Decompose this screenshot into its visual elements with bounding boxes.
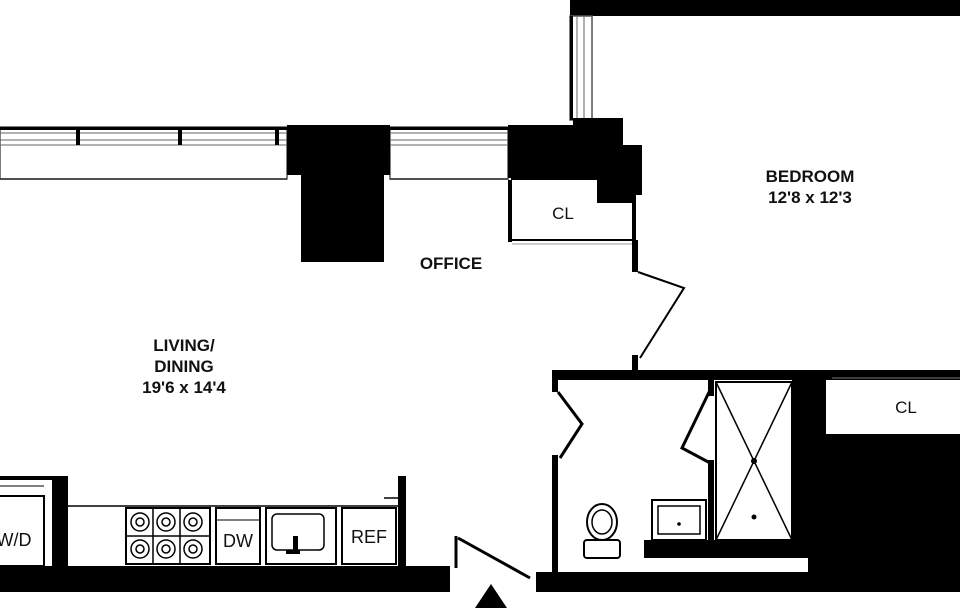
- office-closet: CL: [508, 180, 636, 245]
- shower-icon: [715, 381, 793, 541]
- wall-mass-office-closet: [508, 118, 642, 203]
- south-wall-west: [0, 566, 450, 592]
- bath-partition: [708, 380, 714, 396]
- entry-arrow-icon: [475, 584, 507, 608]
- entry-door-swing: [454, 536, 531, 580]
- sink-icon: [651, 499, 707, 541]
- office-name: OFFICE: [420, 254, 482, 273]
- bedroom-dims: 12'8 x 12'3: [768, 188, 852, 207]
- structural-column: [287, 125, 390, 262]
- bath-west-wall-upper: [552, 370, 558, 392]
- refrigerator-label: REF: [351, 527, 387, 547]
- north-window-strip: [0, 126, 288, 180]
- bedroom-north-wall: [570, 0, 960, 16]
- bath-door-swing: [556, 391, 584, 459]
- living-dims: 19'6 x 14'4: [142, 378, 226, 397]
- bedroom-west-window: [569, 15, 593, 121]
- dishwasher-label: DW: [223, 531, 253, 551]
- bath-east-mass: [808, 440, 960, 585]
- living-name-line1: LIVING/: [153, 336, 215, 355]
- bedroom-name: BEDROOM: [766, 167, 855, 186]
- vanity-base: [644, 540, 810, 558]
- bath-west-wall-lower: [552, 455, 558, 585]
- living-name-line2: DINING: [154, 357, 214, 376]
- south-wall-east: [536, 572, 960, 592]
- kitchen-sink-icon: [265, 507, 337, 565]
- bath-partition-lower: [708, 460, 714, 542]
- dishwasher: DW: [215, 507, 261, 565]
- kitchen-east-wall: [398, 476, 406, 568]
- laundry-wall: [52, 476, 68, 566]
- toilet-icon: [583, 503, 621, 559]
- bedroom-closet: CL: [826, 370, 960, 440]
- washer-dryer-label: W/D: [0, 530, 32, 550]
- stove-icon: [125, 507, 211, 565]
- bedroom-office-wall-lower: [632, 355, 638, 377]
- bath-north-wall: [552, 370, 960, 380]
- shower-door-swing: [680, 385, 714, 466]
- north-window-strip-2: [389, 126, 509, 180]
- bedroom-door-swing: [637, 271, 686, 359]
- refrigerator: REF: [341, 507, 397, 565]
- bedroom-closet-label: CL: [895, 398, 917, 417]
- washer-dryer: W/D: [0, 476, 52, 567]
- bedroom-office-wall: [632, 240, 638, 272]
- office-closet-label: CL: [552, 204, 574, 223]
